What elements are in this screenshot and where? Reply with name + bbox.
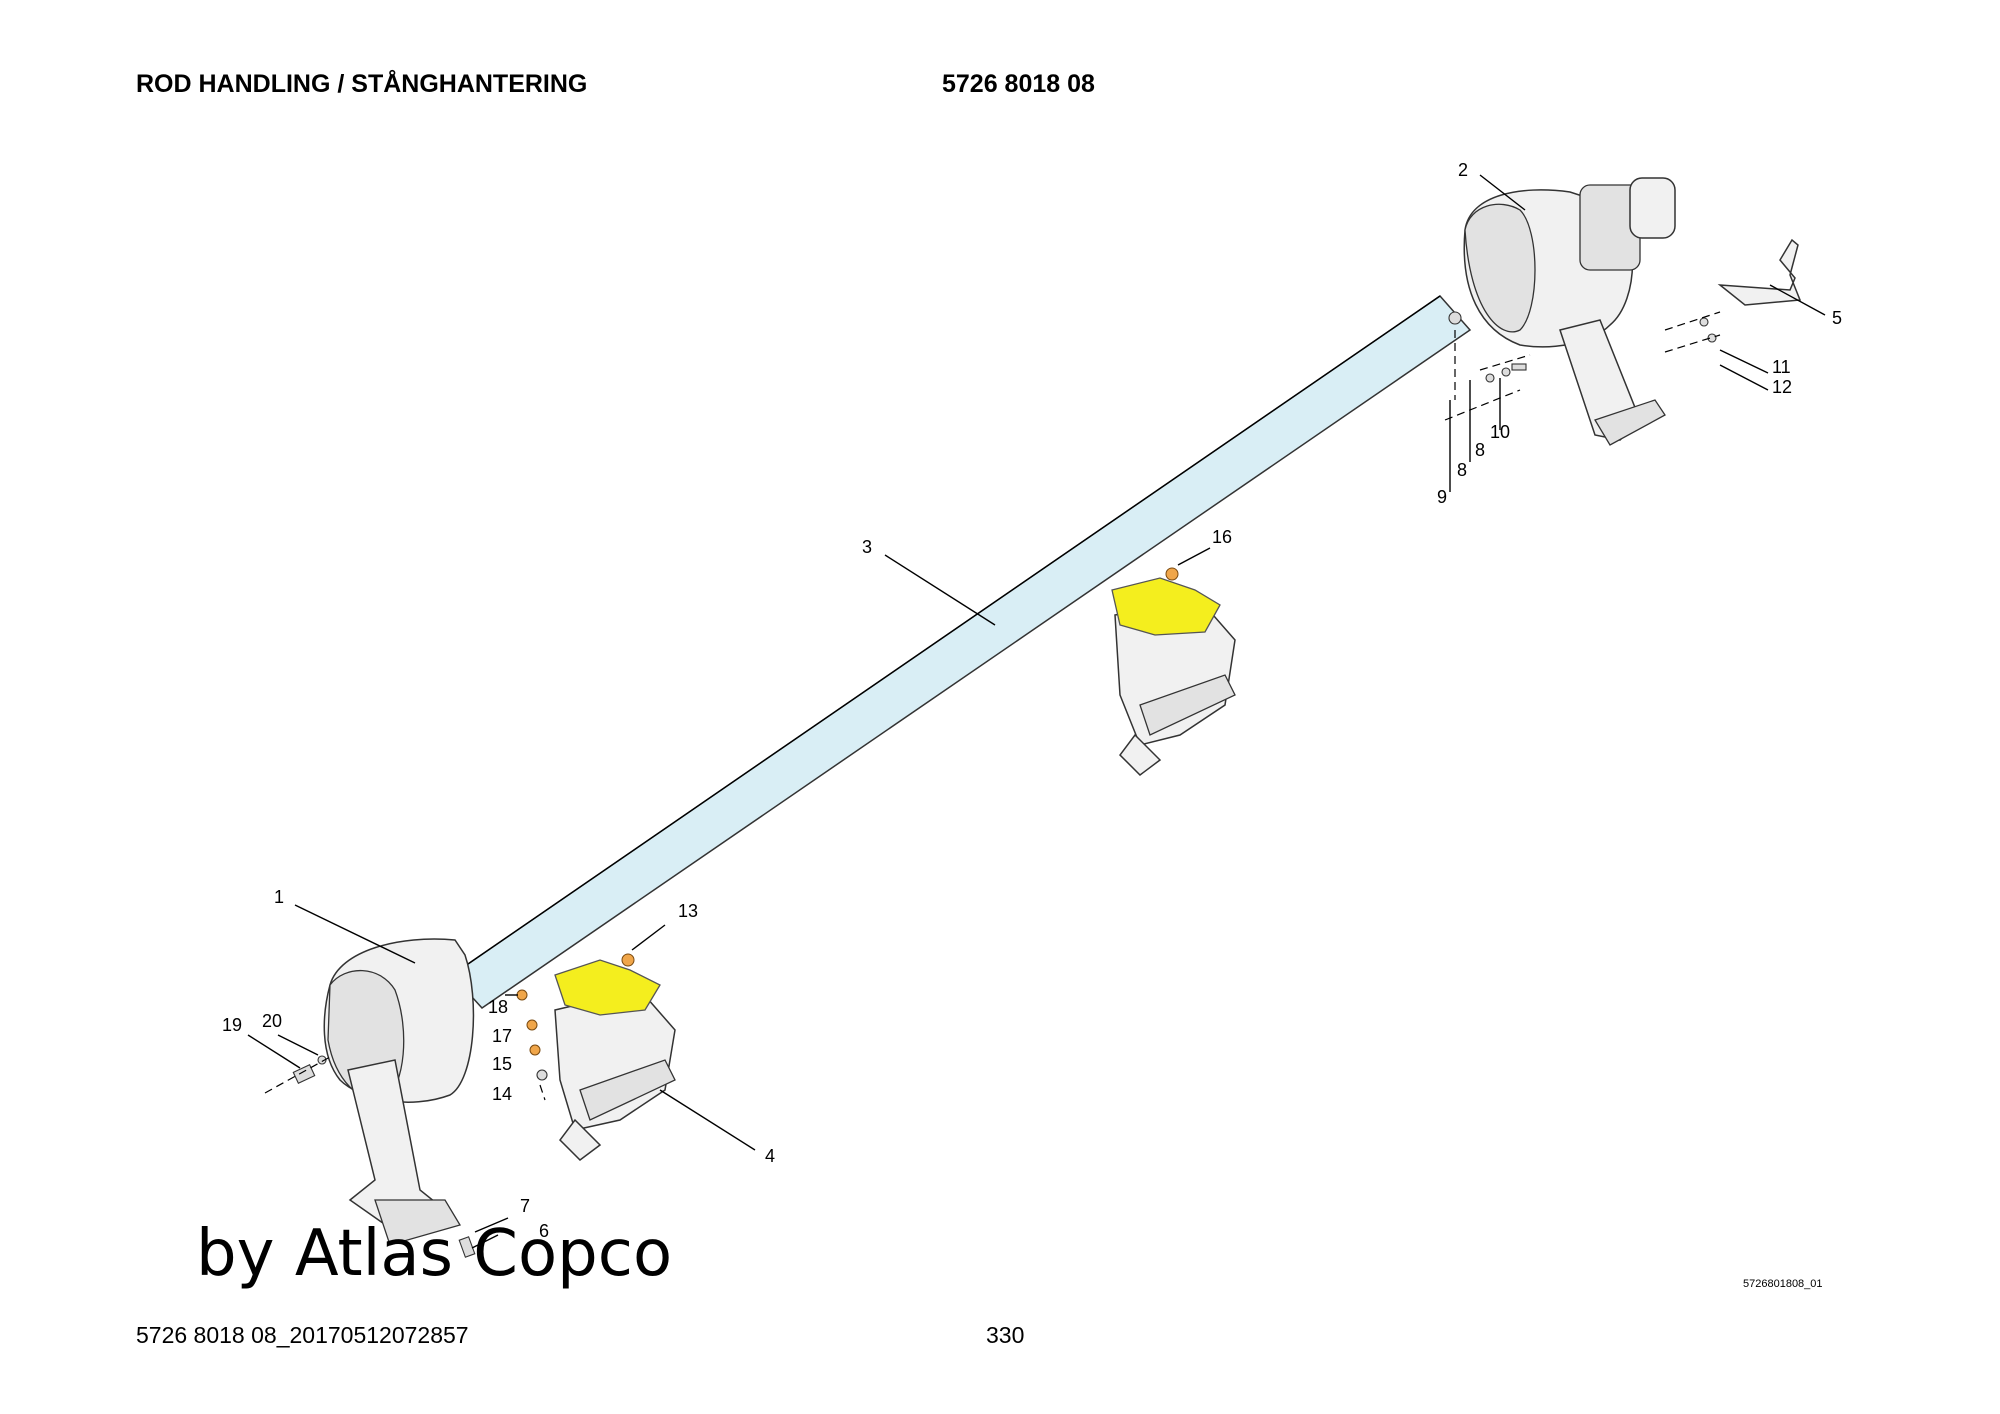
callout-16: 16 <box>1212 527 1232 547</box>
handle-part <box>1717 238 1802 306</box>
upper-fasteners <box>1444 311 1721 421</box>
lower-housing <box>323 938 475 1246</box>
callout-18: 18 <box>488 997 508 1017</box>
callout-2: 2 <box>1458 160 1468 180</box>
figure-code: 5726801808_01 <box>1743 1278 1823 1290</box>
watermark: by Atlas Copco <box>196 1217 673 1291</box>
lower-clamp-assembly <box>554 959 676 1161</box>
callout-4: 4 <box>765 1146 775 1166</box>
callout-12: 12 <box>1772 377 1792 397</box>
callout-9: 9 <box>1437 487 1447 507</box>
callout-7: 7 <box>520 1196 530 1216</box>
document-id: 5726 8018 08_20170512072857 <box>136 1322 469 1348</box>
callout-5: 5 <box>1832 308 1842 328</box>
callout-13: 13 <box>678 901 698 921</box>
callout-8a: 8 <box>1475 440 1485 460</box>
part-number: 5726 8018 08 <box>942 70 1095 98</box>
callout-20: 20 <box>262 1011 282 1031</box>
callout-3: 3 <box>862 537 872 557</box>
rod <box>450 295 1472 1009</box>
callout-1: 1 <box>274 887 284 907</box>
upper-clamp-assembly <box>1111 577 1236 776</box>
lower-fasteners <box>264 567 1179 1258</box>
page-number: 330 <box>986 1322 1025 1348</box>
upper-housing <box>1463 177 1676 446</box>
callout-8b: 8 <box>1457 460 1467 480</box>
callout-6: 6 <box>539 1221 549 1241</box>
callout-17: 17 <box>492 1026 512 1046</box>
callout-19: 19 <box>222 1015 242 1035</box>
callout-11: 11 <box>1772 357 1791 377</box>
callout-15: 15 <box>492 1054 512 1074</box>
page-title: ROD HANDLING / STÅNGHANTERING <box>136 70 588 98</box>
callout-14: 14 <box>492 1084 512 1104</box>
callout-10: 10 <box>1490 422 1510 442</box>
